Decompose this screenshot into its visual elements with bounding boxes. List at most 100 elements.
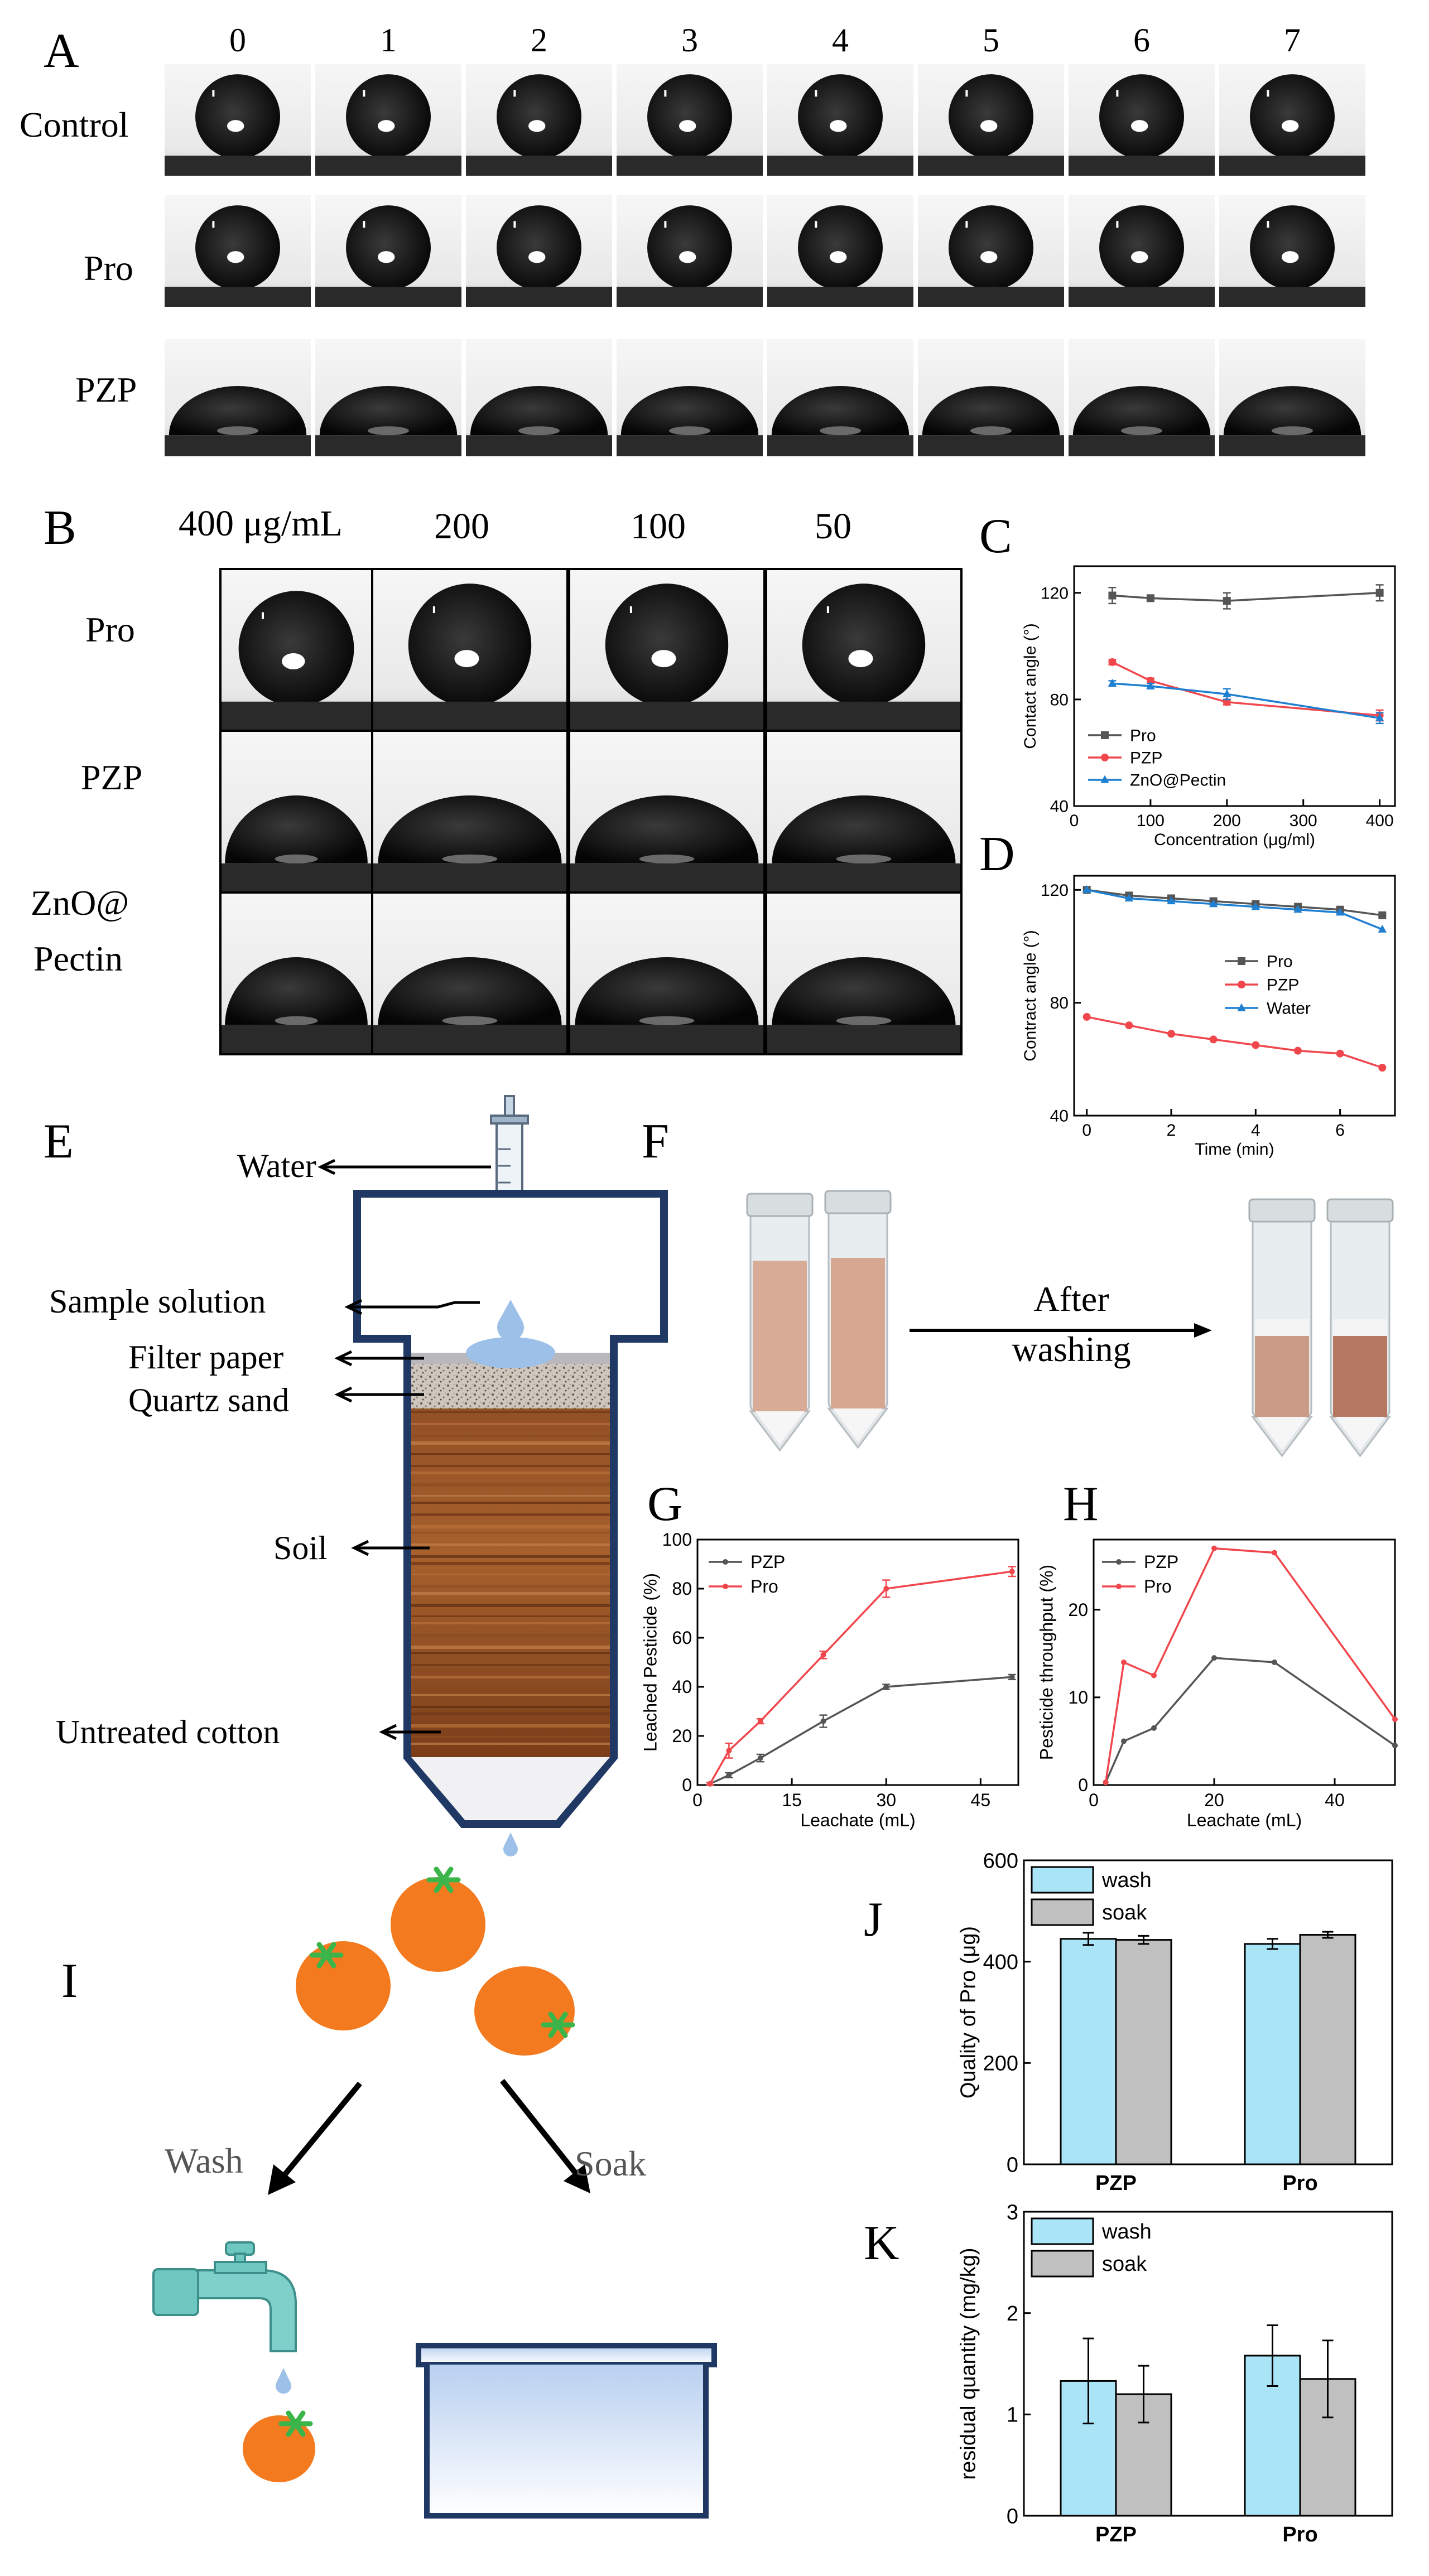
substrate (766, 701, 961, 731)
substrate (1069, 287, 1215, 307)
soil-stripe (411, 1472, 610, 1474)
marker-circle (1082, 1012, 1091, 1021)
droplet (949, 74, 1033, 160)
label-water: Water (237, 1147, 316, 1184)
time-label: 0 (229, 22, 246, 59)
y-axis-label: Quality of Pro (μg) (957, 1926, 980, 2099)
plot-frame (1073, 875, 1396, 1117)
legend-swatch (1031, 2250, 1094, 2278)
droplet-reflection (518, 426, 560, 436)
category-label: PZP (1095, 2523, 1137, 2546)
tube-tip-inner (1335, 1417, 1385, 1450)
droplet-glint (363, 221, 365, 228)
droplet-highlight (830, 251, 847, 263)
marker-triangle (1378, 924, 1387, 933)
substrate (569, 863, 764, 893)
droplet-highlight (378, 251, 395, 263)
panel-letter-e: E (44, 1115, 74, 1169)
substrate (165, 435, 311, 456)
soil-stripe (411, 1622, 610, 1624)
soil-stripe (411, 1483, 610, 1487)
droplet-glint (1267, 221, 1269, 228)
soil-stripe (411, 1736, 610, 1738)
marker-square (1223, 597, 1231, 605)
y-tick-label: 0 (1007, 2505, 1018, 2528)
tomato-icon (391, 1877, 485, 1972)
row-label-pectin: Pectin (33, 939, 123, 978)
label-wash: Wash (165, 2141, 243, 2181)
series-line (1086, 1016, 1383, 1069)
marker-circle (1211, 1655, 1217, 1661)
panel-letter-a: A (44, 24, 79, 78)
substrate (1219, 156, 1365, 176)
panel-e: E Water Sample solution Filter paper (44, 1095, 668, 1856)
soil-stripe (411, 1525, 610, 1528)
droplet-glint (664, 221, 667, 228)
droplet (497, 74, 581, 160)
soil-stripe (411, 1646, 610, 1649)
panel-letter-k: K (864, 2216, 899, 2270)
legend-label: Pro (1144, 1576, 1172, 1596)
droplet-reflection (639, 854, 695, 864)
soil-stripe (411, 1574, 610, 1575)
label-sample-solution: Sample solution (49, 1283, 266, 1320)
tube-cap (1248, 1198, 1316, 1223)
droplet (620, 386, 759, 436)
droplet-reflection (820, 426, 861, 436)
wash-arrow (280, 2081, 362, 2181)
y-axis-label: Contract angle (°) (1021, 930, 1040, 1061)
droplet-highlight (651, 650, 676, 668)
droplet (346, 74, 431, 160)
y-tick-label: 80 (1050, 994, 1069, 1012)
x-tick-label: 200 (1213, 812, 1241, 830)
droplet (1250, 74, 1335, 160)
time-label: 4 (832, 22, 849, 59)
row-label: Pro (84, 248, 133, 288)
soil-stripe (411, 1694, 610, 1696)
marker-triangle (1124, 894, 1134, 902)
x-tick-label: 0 (1082, 1121, 1091, 1140)
marker-circle (1121, 1738, 1127, 1744)
marker-circle (723, 1559, 728, 1565)
droplet-glint (261, 612, 264, 619)
row-label-zno: ZnO@ (31, 883, 129, 923)
marker-circle (1151, 1672, 1157, 1678)
label-soil: Soil (273, 1530, 328, 1566)
bar (1060, 1938, 1117, 2165)
soil-stripe (411, 1664, 610, 1666)
faucet-icon (152, 2241, 297, 2394)
panel-f: F After washing (642, 1115, 1394, 1458)
marker-circle (1121, 1660, 1127, 1665)
y-tick-label: 120 (1041, 881, 1069, 900)
x-tick-label: 40 (1325, 1790, 1345, 1810)
x-tick-label: 0 (1070, 812, 1079, 830)
marker-square (1375, 588, 1384, 597)
row-label-pzp: PZP (81, 758, 142, 797)
substrate (1069, 156, 1215, 176)
soil-stripe (411, 1724, 610, 1728)
soil-stripe (411, 1543, 610, 1546)
soil-stripe (411, 1423, 610, 1425)
soil-stripe (411, 1682, 610, 1686)
droplet (238, 591, 354, 707)
droplet-highlight (1282, 251, 1299, 263)
soil-stripe (411, 1465, 610, 1467)
tube-cap (1326, 1198, 1394, 1223)
y-tick-label: 400 (983, 1951, 1018, 1974)
droplet-glint (513, 90, 516, 97)
wash-arrow-head (268, 2164, 296, 2195)
series-line (709, 1570, 1012, 1784)
substrate (1219, 287, 1365, 307)
soil-stripe (411, 1634, 610, 1637)
marker-triangle (1082, 885, 1091, 893)
droplet (378, 957, 562, 1025)
droplet-reflection (1272, 426, 1313, 436)
washing-arrow-head (1194, 1323, 1212, 1338)
soil-stripe (411, 1453, 610, 1455)
legend-label: PZP (750, 1552, 785, 1572)
marker-circle (1272, 1550, 1277, 1556)
